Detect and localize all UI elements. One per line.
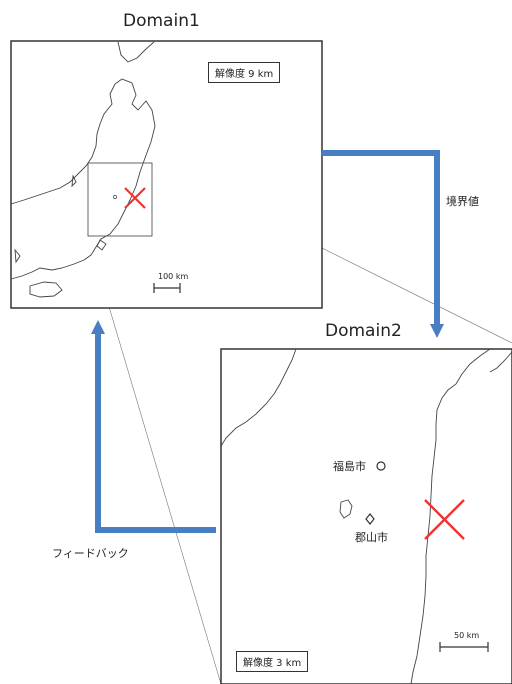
domain2-scale-label: 50 km [454, 631, 480, 640]
feedback-label: フィードバック [52, 547, 129, 560]
koriyama-city-marker [365, 513, 375, 525]
epicenter-marker-domain2 [424, 499, 465, 540]
domain2-title: Domain2 [325, 321, 402, 341]
boundary-arrow [322, 150, 444, 338]
lake [339, 499, 353, 519]
domain1-scale-bar [153, 283, 181, 293]
domain2-coastline [220, 348, 512, 684]
domain1-map [10, 40, 323, 309]
domain2-map [220, 348, 512, 684]
domain1-resolution-label: 解像度 9 km [208, 62, 281, 83]
fukushima-city-label: 福島市 [333, 460, 366, 473]
koriyama-city-label: 郡山市 [355, 531, 388, 544]
epicenter-marker-domain1 [124, 187, 146, 209]
feedback-arrow [91, 320, 216, 533]
domain1-scale-label: 100 km [158, 272, 189, 281]
domain1-title: Domain1 [123, 11, 200, 31]
boundary-value-label: 境界値 [446, 195, 479, 208]
domain2-outline [87, 162, 153, 237]
domain2-scale-bar [439, 642, 489, 652]
domain2-resolution-label: 解像度 3 km [236, 651, 309, 672]
fukushima-city-marker [376, 461, 386, 471]
japan-coastline [10, 41, 156, 298]
